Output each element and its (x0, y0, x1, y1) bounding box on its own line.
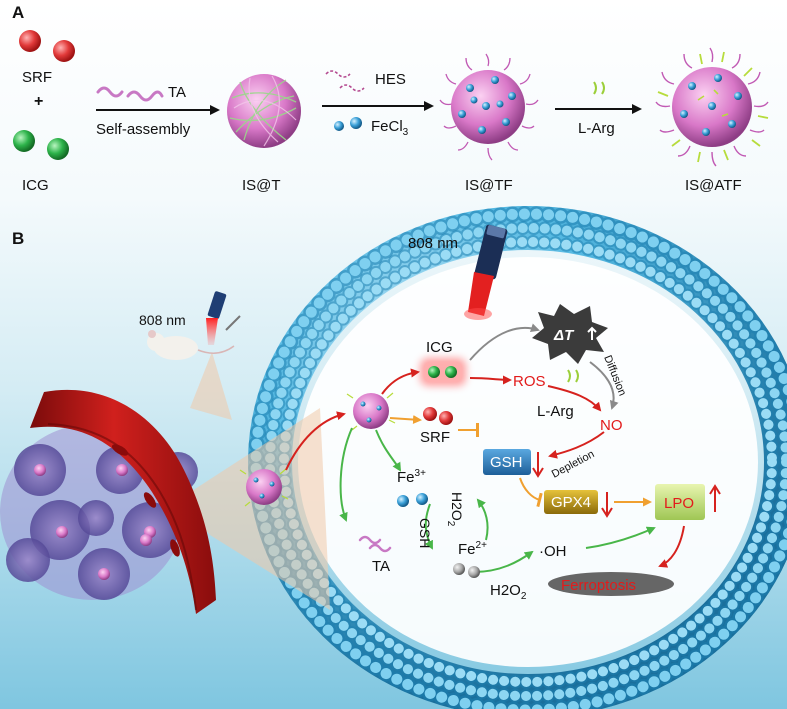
arrow-np-to-ta (339, 427, 353, 522)
nanoparticle-entering (239, 468, 289, 507)
icg-label-b: ICG (426, 339, 453, 356)
srf-molecules (19, 30, 75, 62)
icg-molecules (13, 130, 69, 160)
srf-molecules-b (423, 407, 453, 425)
gpx4-box: GPX4 (544, 490, 598, 514)
arrow-fe2-to-oh (473, 550, 534, 573)
is-t-nanoparticle (227, 74, 301, 148)
h2o2-label-vertical: H2O2 (445, 492, 465, 527)
self-assembly-label: Self-assembly (96, 121, 191, 138)
ta-label-b: TA (372, 558, 390, 575)
is-t-label: IS@T (242, 177, 281, 194)
icg-glow (420, 358, 466, 386)
arrow-fe2-to-fe3 (476, 498, 489, 541)
arrow-fe3-to-fe2 (424, 503, 433, 550)
icg-label: ICG (22, 177, 49, 194)
gpx4-box-label: GPX4 (551, 494, 591, 511)
no-label: NO (600, 417, 623, 434)
lpo-box: LPO (655, 484, 705, 520)
hes-label: HES (375, 71, 406, 88)
panel-b-label: B (12, 229, 24, 248)
laser-label-small: 808 nm (139, 312, 186, 328)
laser-device-small (206, 291, 241, 345)
is-tf-nanoparticle (439, 53, 539, 161)
srf-label-b: SRF (420, 429, 450, 446)
temp-up-arrow (587, 326, 597, 340)
arrow-uptake (285, 411, 346, 471)
l-arg-icon (593, 81, 605, 95)
fe3-ions (397, 493, 428, 507)
laser-label-top: 808 nm (408, 235, 458, 252)
laser-device-top (464, 224, 508, 320)
hes-polymer-icon (325, 70, 365, 92)
tissue-nanoparticles (34, 464, 156, 580)
arrow-lpo-to-ferroptosis (658, 525, 685, 568)
h2o2-label-b: H2O2 (490, 582, 527, 602)
inhibit-gsh-gpx4 (519, 477, 543, 508)
heat-starburst-icon (532, 304, 608, 364)
fe-ions-icon (334, 117, 362, 131)
ta-label-a: TA (168, 84, 186, 101)
mouse-illustration (147, 330, 235, 360)
ferroptosis-badge: Ferroptosis (548, 572, 674, 596)
gsh-down-arrow (532, 452, 544, 478)
arrow-ros-to-no (547, 385, 602, 412)
is-atf-label: IS@ATF (685, 177, 742, 194)
arrow-icg-to-ros (469, 375, 512, 385)
ta-polymer-icon-b (358, 535, 392, 553)
ferroptosis-label: Ferroptosis (561, 577, 636, 594)
fe2-ions (453, 563, 480, 578)
gsh-box: GSH (483, 449, 531, 475)
arrow-no-to-gsh (548, 431, 605, 459)
blood-vessel (30, 389, 216, 614)
fecl3-label: FeCl3 (371, 118, 409, 138)
srf-label: SRF (22, 69, 52, 86)
arrow-np-to-icg (381, 368, 420, 395)
nanoparticle-inside (346, 392, 396, 431)
l-arg-icon-b (567, 369, 579, 383)
panel-a-label: A (12, 3, 24, 22)
arrow-np-to-srf (389, 415, 422, 425)
hydroxyl-radical-label: ·OH (539, 543, 567, 560)
l-arg-label-a: L-Arg (578, 120, 615, 137)
l-arg-label-b: L-Arg (537, 403, 574, 420)
ta-polymer-icon (96, 86, 164, 102)
ros-label: ROS (513, 373, 546, 390)
delta-t-label: ΔT (553, 327, 575, 344)
is-atf-nanoparticle (655, 47, 769, 167)
gpx4-down-arrow (601, 492, 613, 518)
arrow-diffusion (589, 361, 619, 410)
gsh-box-label: GSH (490, 454, 523, 471)
arrow-icg-to-heat (469, 323, 540, 361)
lpo-up-arrow (709, 484, 721, 512)
gsh-label-vertical: GSH (417, 518, 433, 548)
arrow-oh-to-lpo (585, 526, 656, 549)
arrow-np-to-fe3 (375, 429, 402, 472)
plus-sign: + (34, 93, 43, 110)
lpo-box-label: LPO (664, 495, 694, 512)
zoom-cone-mouse (190, 352, 232, 420)
is-tf-label: IS@TF (465, 177, 513, 194)
